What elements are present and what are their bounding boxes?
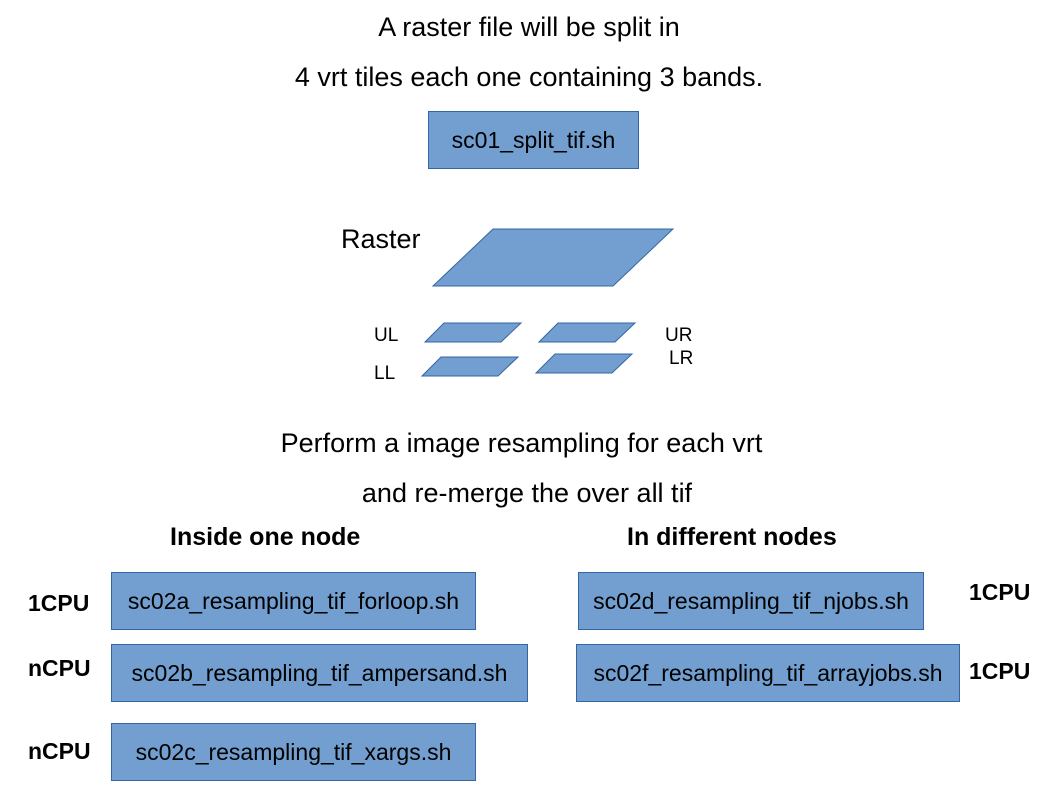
resample-line-1: Perform a image resampling for each vrt <box>280 428 763 458</box>
script-box-b: sc02b_resampling_tif_ampersand.sh <box>111 644 528 702</box>
cpu-label-a: 1CPU <box>28 590 90 616</box>
script-box-a: sc02a_resampling_tif_forloop.sh <box>111 572 476 630</box>
tile-ll-shape <box>420 356 520 377</box>
column-inside-one-node: Inside one node <box>170 523 361 551</box>
tile-ul-label: UL <box>374 325 399 346</box>
script-name-b: sc02b_resampling_tif_ampersand.sh <box>131 659 508 686</box>
tile-ll-label: LL <box>374 363 396 384</box>
script-box-c: sc02c_resampling_tif_xargs.sh <box>111 723 476 781</box>
raster-shape <box>431 228 675 287</box>
column-different-nodes: In different nodes <box>627 523 837 551</box>
script-name-a: sc02a_resampling_tif_forloop.sh <box>127 587 460 614</box>
intro-line-2: 4 vrt tiles each one containing 3 bands. <box>294 62 764 92</box>
script-box-f: sc02f_resampling_tif_arrayjobs.sh <box>576 644 960 702</box>
script-name-d: sc02d_resampling_tif_njobs.sh <box>593 587 909 614</box>
split-script-box: sc01_split_tif.sh <box>428 111 639 169</box>
cpu-label-f: 1CPU <box>969 658 1031 684</box>
tile-ur-shape <box>537 322 637 343</box>
tile-lr-label: LR <box>669 348 694 369</box>
tile-ur-label: UR <box>665 325 693 346</box>
script-name-f: sc02f_resampling_tif_arrayjobs.sh <box>593 659 943 686</box>
cpu-label-c: nCPU <box>28 738 91 764</box>
raster-label: Raster <box>341 224 421 254</box>
tile-lr-shape <box>534 353 634 374</box>
split-script-label: sc01_split_tif.sh <box>451 126 616 153</box>
cpu-label-d: 1CPU <box>969 579 1031 605</box>
script-name-c: sc02c_resampling_tif_xargs.sh <box>135 738 452 765</box>
intro-line-1: A raster file will be split in <box>378 12 680 42</box>
script-box-d: sc02d_resampling_tif_njobs.sh <box>578 572 924 630</box>
tile-ul-shape <box>423 322 523 343</box>
cpu-label-b: nCPU <box>28 655 91 681</box>
resample-line-2: and re-merge the over all tif <box>361 478 693 508</box>
